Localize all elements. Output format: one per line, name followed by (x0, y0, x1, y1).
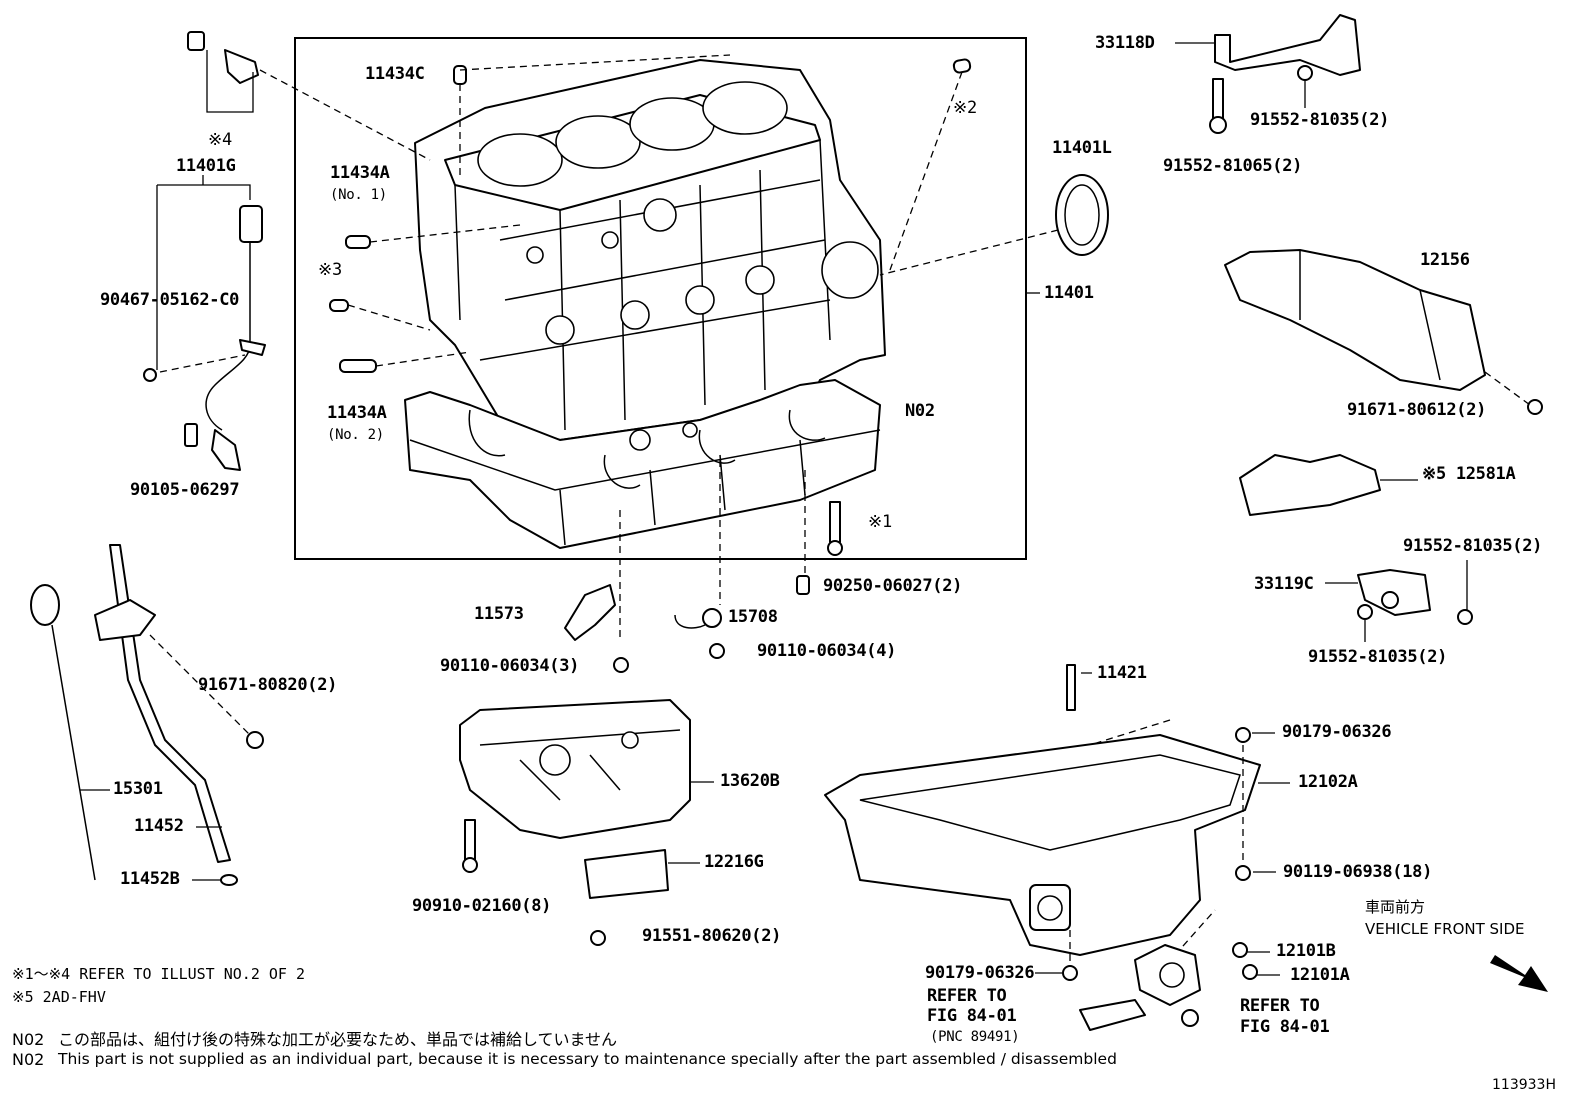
label-13620B: 13620B (720, 771, 780, 791)
refer-fig-84-01-left-pnc: (PNC 89491) (930, 1029, 1020, 1045)
label-90250-06027: 90250-06027(2) (823, 576, 963, 596)
sensor-plug-group (187, 31, 259, 113)
dowel-11434C (453, 65, 467, 85)
oil-seal-11401L (1055, 174, 1109, 256)
figure-id: 113933H (1492, 1077, 1556, 1093)
label-mark-2: ※2 (953, 98, 977, 118)
vehicle-front-en: VEHICLE FRONT SIDE (1365, 920, 1525, 938)
label-N02: N02 (905, 401, 935, 421)
label-11452: 11452 (134, 816, 184, 836)
label-12216G: 12216G (704, 852, 764, 872)
label-90105-06297: 90105-06297 (130, 480, 240, 500)
bolt-mark-1 (829, 501, 841, 543)
label-33119C: 33119C (1254, 574, 1314, 594)
label-11434A-no1-sub: (No. 1) (330, 187, 387, 203)
label-90110-06034-3: 90110-06034(3) (440, 656, 580, 676)
label-11434A-no2-sub: (No. 2) (327, 427, 384, 443)
refer-fig-84-01-right-line1: REFER TO (1240, 996, 1320, 1016)
label-11452B: 11452B (120, 869, 180, 889)
crankcase-lower-illustration (404, 379, 881, 549)
label-90179-06326-top: 90179-06326 (1282, 722, 1392, 742)
label-11401: 11401 (1044, 283, 1094, 303)
label-11434A-no1: 11434A (330, 163, 390, 183)
oil-pan-12102A (824, 664, 1261, 981)
label-91552-81035-top: 91552-81035(2) (1250, 110, 1390, 130)
label-12101B: 12101B (1276, 941, 1336, 961)
label-33118D: 33118D (1095, 33, 1155, 53)
label-mark-1: ※1 (868, 512, 892, 532)
label-11401G: 11401G (176, 156, 236, 176)
pin-3 (329, 299, 349, 312)
cylinder-block-illustration (414, 59, 886, 441)
insulator-12581A (1239, 454, 1381, 516)
refer-fig-84-01-left-line2: FIG 84-01 (927, 1006, 1017, 1026)
label-11421: 11421 (1097, 663, 1147, 683)
oil-nozzle-15708 (674, 608, 725, 659)
label-91552-81035-mid: 91552-81035(2) (1403, 536, 1543, 556)
refer-fig-84-01-left-line1: REFER TO (927, 986, 1007, 1006)
note-n02-code-en: N02 (12, 1050, 45, 1069)
label-15301: 15301 (113, 779, 163, 799)
note-2ad-fhv: ※5 2AD-FHV (12, 988, 106, 1006)
knock-sensor-11401G (143, 205, 266, 471)
vehicle-front-jp: 車両前方 (1365, 898, 1426, 916)
label-12581A: ※5 12581A (1422, 464, 1516, 484)
label-91551-80620: 91551-80620(2) (642, 926, 782, 946)
pin-2 (952, 58, 972, 74)
label-90179-06326-low: 90179-06326 (925, 963, 1035, 983)
vehicle-front-arrow-shape (1490, 955, 1548, 992)
dipstick-guide-11452 (94, 544, 264, 886)
label-12102A: 12102A (1298, 772, 1358, 792)
cylinder-block-frame (294, 37, 1027, 560)
refer-fig-84-01-right-line2: FIG 84-01 (1240, 1017, 1330, 1037)
label-91552-81065: 91552-81065(2) (1163, 156, 1303, 176)
bracket-33119C (1357, 569, 1473, 625)
label-15708: 15708 (728, 607, 778, 627)
label-90467-05162-C0: 90467-05162-C0 (100, 290, 240, 310)
label-11434A-no2: 11434A (327, 403, 387, 423)
label-91671-80612: 91671-80612(2) (1347, 400, 1487, 420)
label-90119-06938: 90119-06938(18) (1283, 862, 1433, 882)
note-refer-illust: ※1～※4 REFER TO ILLUST NO.2 OF 2 (12, 965, 305, 983)
note-n02-code-jp: N02 (12, 1030, 45, 1049)
dipstick-15301 (30, 584, 96, 881)
oil-jet-11573 (564, 584, 616, 641)
bracket-33118D (1209, 14, 1361, 134)
pin-90250 (796, 575, 810, 595)
label-91671-80820: 91671-80820(2) (198, 675, 338, 695)
label-90910-02160: 90910-02160(8) (412, 896, 552, 916)
cover-12156 (1224, 249, 1543, 415)
label-12156: 12156 (1420, 250, 1470, 270)
note-n02-text-jp: この部品は、組付け後の特殊な加工が必要なため、単品では補給していません (58, 1030, 618, 1049)
label-11434C: 11434C (365, 64, 425, 84)
label-12101A: 12101A (1290, 965, 1350, 985)
label-mark-4: ※4 (208, 130, 232, 150)
label-90110-06034-4: 90110-06034(4) (757, 641, 897, 661)
oil-strainer-group (1079, 942, 1258, 1031)
label-91552-81035-low: 91552-81035(2) (1308, 647, 1448, 667)
dowel-11434A-no1 (345, 235, 371, 249)
dowel-11434A-no2 (339, 359, 377, 373)
label-11573: 11573 (474, 604, 524, 624)
label-11401L: 11401L (1052, 138, 1112, 158)
label-mark-3: ※3 (318, 260, 342, 280)
baffle-12216G (584, 849, 669, 946)
oil-pump-13620B (459, 699, 691, 873)
note-n02-text-en: This part is not supplied as an individu… (58, 1050, 1117, 1068)
